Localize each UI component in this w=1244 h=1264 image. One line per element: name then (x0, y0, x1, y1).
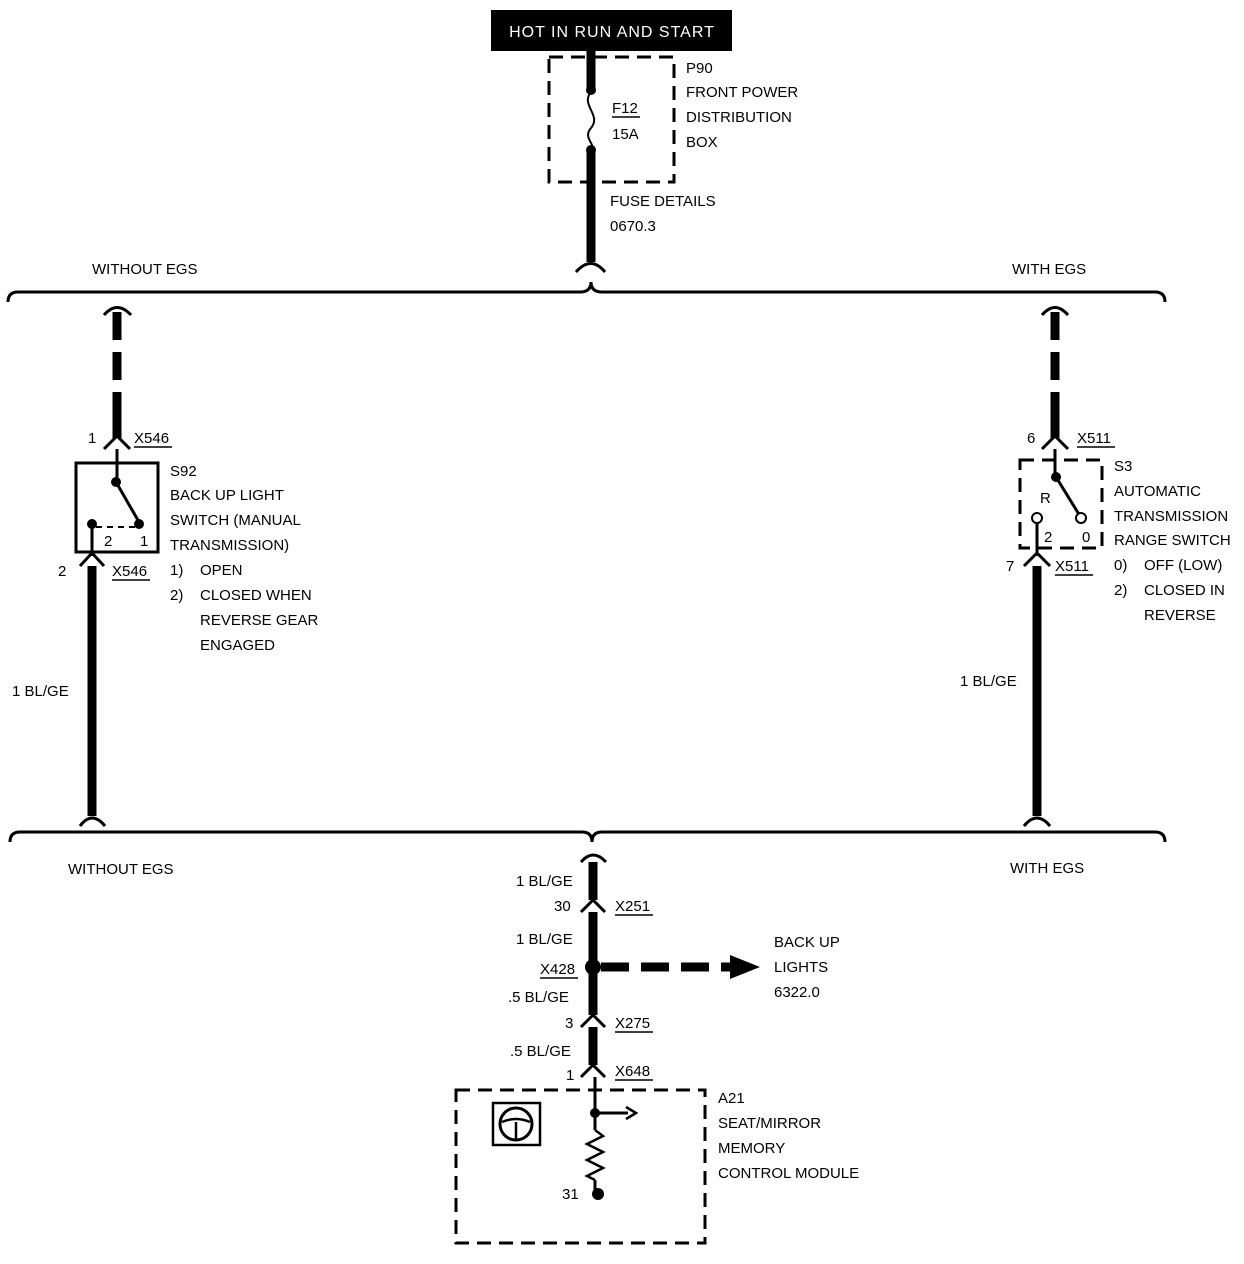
lower-wire-2-label: 1 BL/GE (516, 931, 573, 948)
left-switch-id: S92 (170, 463, 197, 480)
left-switch-bottom-pin: 2 (58, 563, 66, 580)
fuse-box-name-line-1: FRONT POWER (686, 84, 798, 101)
bottom-branch-left-label: WITHOUT EGS (68, 861, 174, 878)
fuse-box-id: P90 (686, 60, 713, 77)
module-name-line-2: MEMORY (718, 1140, 785, 1157)
conn-x275-pin: 3 (565, 1015, 573, 1032)
right-switch-state-2-line-1: CLOSED IN (1144, 582, 1225, 599)
right-switch-top-pin: 6 (1027, 430, 1035, 447)
backup-lights-line-2: LIGHTS (774, 959, 828, 976)
conn-x251-pin: 30 (554, 898, 571, 915)
left-switch-name-line-3: TRANSMISSION) (170, 537, 289, 554)
bottom-branch-bus: WITHOUT EGS WITH EGS (8, 830, 1167, 878)
left-switch-contact-right: 1 (140, 533, 148, 550)
left-switch-top-pin: 1 (88, 430, 96, 447)
right-switch-blade (1054, 476, 1082, 517)
module-name-line-3: CONTROL MODULE (718, 1165, 859, 1182)
right-switch-top-connector: X511 (1077, 430, 1111, 447)
top-branch-bus: WITHOUT EGS WITH EGS (6, 261, 1167, 303)
lower-wire-4-label: .5 BL/GE (510, 1043, 571, 1060)
module-ground-pin: 31 (562, 1186, 579, 1203)
conn-x251-label: X251 (615, 898, 650, 915)
conn-x648-pin: 1 (566, 1067, 574, 1084)
steering-wheel-icon (491, 1101, 542, 1147)
conn-x648-label: X648 (615, 1063, 650, 1080)
right-switch-bottom-connector: X511 (1055, 558, 1089, 575)
right-switch-s3: 6 X511 R 2 0 7 X511 1 BL/GE S3 AUTOMATIC… (960, 306, 1231, 827)
power-source-label: HOT IN RUN AND START (509, 24, 715, 41)
left-switch-name-line-1: BACK UP LIGHT (170, 487, 284, 504)
power-source-header: HOT IN RUN AND START (491, 10, 732, 51)
backup-lights-line-1: BACK UP (774, 934, 840, 951)
top-branch-left-label: WITHOUT EGS (92, 261, 198, 278)
right-switch-contact-right: 0 (1082, 529, 1090, 546)
left-switch-s92: 1 X546 2 1 2 X546 1 BL/GE S92 BACK UP LI… (12, 306, 319, 827)
left-switch-state-2-num: 2) (170, 587, 183, 604)
left-switch-state-1-text: OPEN (200, 562, 243, 579)
lower-circuit: 1 BL/GE 30 X251 1 BL/GE X428 BACK UP LIG… (508, 853, 840, 1084)
left-switch-state-2-line-2: REVERSE GEAR (200, 612, 319, 629)
right-switch-state-2-line-2: REVERSE (1144, 607, 1216, 624)
right-switch-bottom-pin: 7 (1006, 558, 1014, 575)
left-switch-contact-left: 2 (104, 533, 112, 550)
left-switch-blade (114, 481, 141, 523)
right-switch-wire-label: 1 BL/GE (960, 673, 1017, 690)
fuse-details-line-1: FUSE DETAILS (610, 193, 716, 210)
backup-lights-line-3: 6322.0 (774, 984, 820, 1001)
left-switch-name-line-2: SWITCH (MANUAL (170, 512, 301, 529)
right-switch-state-2-num: 2) (1114, 582, 1127, 599)
right-switch-name-line-2: TRANSMISSION (1114, 508, 1228, 525)
right-switch-name-line-3: RANGE SWITCH (1114, 532, 1231, 549)
fuse-rating: 15A (612, 126, 639, 143)
fuse-box-name-line-2: DISTRIBUTION (686, 109, 792, 126)
left-switch-state-1-num: 1) (170, 562, 183, 579)
splice-x428-label: X428 (540, 961, 575, 978)
ground-point (592, 1188, 604, 1200)
lower-wire-3-label: .5 BL/GE (508, 989, 569, 1006)
module-id: A21 (718, 1090, 745, 1107)
right-switch-name-line-1: AUTOMATIC (1114, 483, 1201, 500)
left-switch-state-2-line-3: ENGAGED (200, 637, 275, 654)
right-switch-state-1-num: 0) (1114, 557, 1127, 574)
fuse-box-name-line-3: BOX (686, 134, 718, 151)
bottom-branch-right-label: WITH EGS (1010, 860, 1084, 877)
module-a21: 31 A21 SEAT/MIRROR MEMORY CONTROL MODULE (454, 1077, 859, 1245)
right-switch-id: S3 (1114, 458, 1132, 475)
left-switch-bottom-connector: X546 (112, 563, 147, 580)
splice-x428 (585, 959, 601, 975)
module-name-line-1: SEAT/MIRROR (718, 1115, 821, 1132)
left-switch-top-connector: X546 (134, 430, 169, 447)
right-switch-position-label: R (1040, 490, 1051, 507)
left-switch-wire-label: 1 BL/GE (12, 683, 69, 700)
top-branch-right-label: WITH EGS (1012, 261, 1086, 278)
fuse-box-p90: F12 15A P90 FRONT POWER DISTRIBUTION BOX… (547, 51, 798, 274)
resistor-symbol (584, 1129, 606, 1182)
fuse-id: F12 (612, 100, 638, 117)
left-switch-state-2-line-1: CLOSED WHEN (200, 587, 312, 604)
right-switch-state-1-text: OFF (LOW) (1144, 557, 1222, 574)
right-switch-contact-left: 2 (1044, 529, 1052, 546)
lower-wire-1-label: 1 BL/GE (516, 873, 573, 890)
conn-x275-label: X275 (615, 1015, 650, 1032)
fuse-symbol (586, 91, 596, 151)
fuse-details-line-2: 0670.3 (610, 218, 656, 235)
